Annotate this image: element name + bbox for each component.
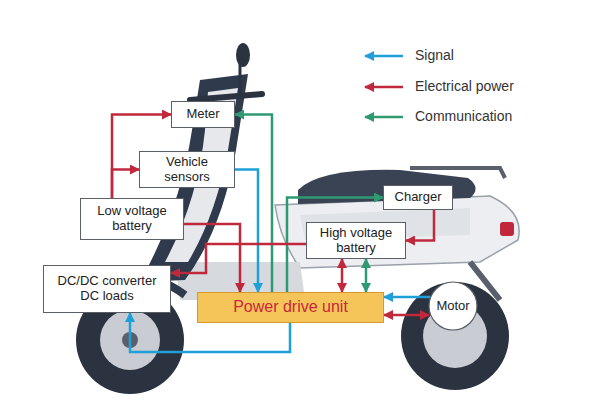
legend-comm-line: [365, 116, 403, 119]
power-wire: [171, 244, 306, 273]
handlebar: [190, 94, 262, 100]
legend-label: Signal: [415, 47, 454, 63]
node-label: Power drive unit: [233, 298, 348, 316]
node-label: Motor: [436, 299, 469, 314]
converter-box: DC/DC converter DC loads: [43, 265, 171, 313]
legend-samples: [365, 56, 403, 117]
comm-wire: [365, 259, 368, 292]
sensor-box: Vehicle sensors: [139, 151, 235, 188]
battery-box: High voltage battery: [306, 222, 406, 259]
node-label: Low voltage battery: [85, 204, 179, 234]
legend-power-line: [365, 86, 403, 89]
legend-label: Electrical power: [415, 78, 514, 94]
charger-box: Charger: [383, 185, 453, 210]
signal-wire: [235, 170, 258, 293]
power-wire: [184, 224, 240, 292]
node-label: Vehicle sensors: [144, 155, 230, 185]
power-wire: [341, 259, 344, 292]
power-unit-box: Power drive unit: [197, 292, 384, 323]
front-shield: [140, 74, 248, 282]
node-label: Charger: [395, 190, 442, 205]
battery-box: Low voltage battery: [80, 198, 184, 240]
motor-circle: Motor: [428, 281, 478, 331]
node-label: High voltage battery: [311, 226, 401, 256]
node-label: Meter: [186, 107, 219, 122]
signal-wire: [384, 296, 430, 299]
node-label: DC/DC converter DC loads: [48, 274, 166, 304]
mirror: [236, 43, 250, 67]
meter-box: Meter: [171, 101, 235, 128]
power-wire: [112, 170, 139, 199]
legend-label: Communication: [415, 108, 512, 124]
power-wire: [384, 314, 429, 317]
legend-signal-line: [365, 55, 403, 58]
mirror-stem: [239, 64, 242, 96]
tail-light: [500, 222, 514, 236]
